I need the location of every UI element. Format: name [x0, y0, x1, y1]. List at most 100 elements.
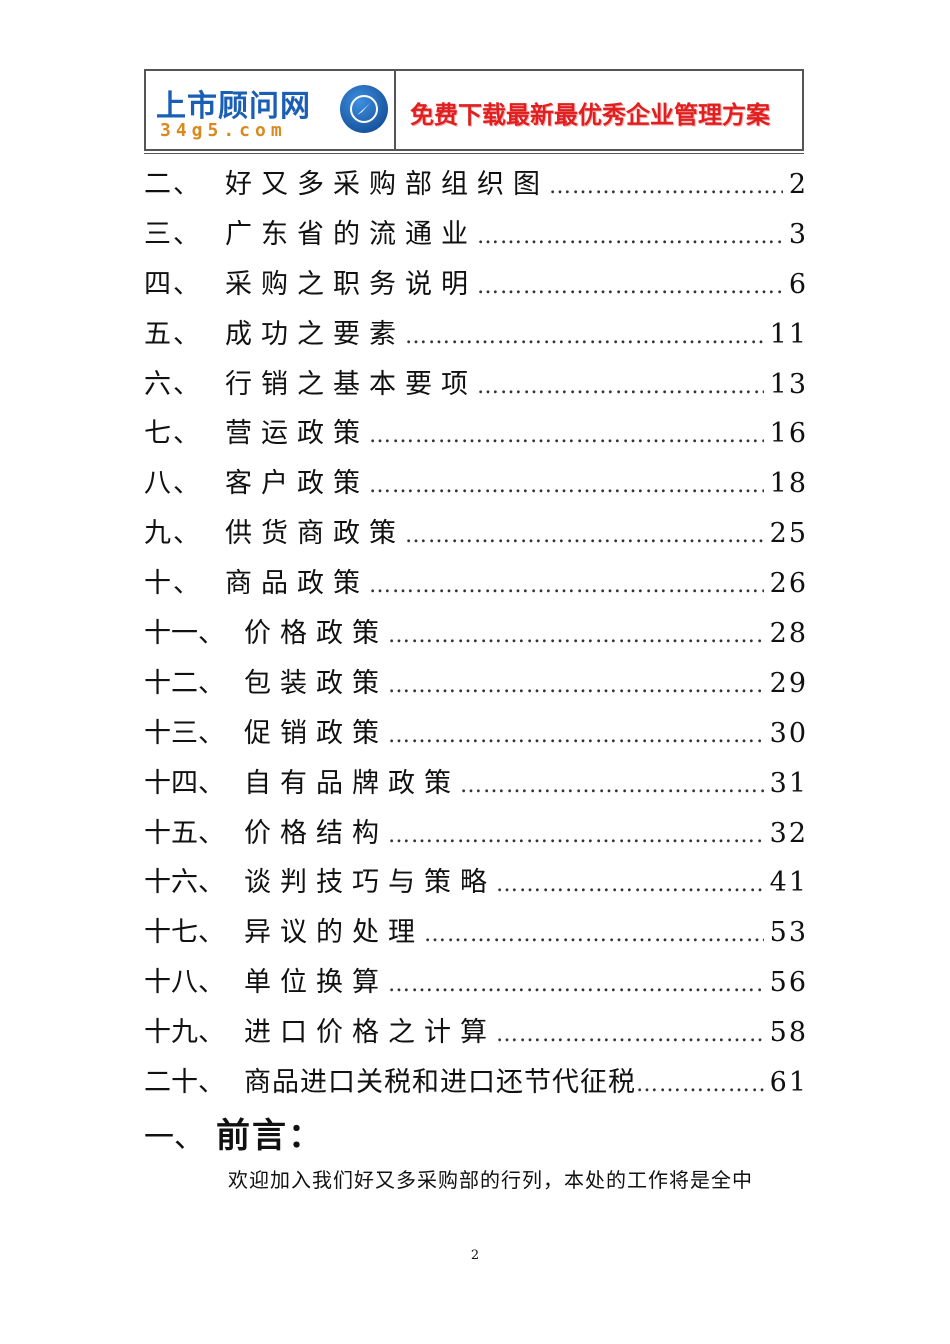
toc-title: 价格政策 — [244, 618, 388, 650]
toc-number: 十、 — [144, 568, 202, 600]
toc-number: 九、 — [144, 518, 202, 550]
toc-number: 十三、 — [144, 717, 225, 749]
toc-entry[interactable]: 三、广东省的流通业…………………………………………………………3 — [144, 212, 808, 262]
toc-leader: ………………………………………………………… — [388, 972, 764, 998]
toc-leader: ………………………………………………………… — [388, 822, 764, 848]
toc-number: 十二、 — [144, 667, 225, 699]
toc-page-number: 31 — [769, 767, 808, 799]
toc-entry[interactable]: 十六、谈判技巧与策略…………………………………………………………41 — [144, 860, 808, 910]
toc-number: 十四、 — [144, 767, 225, 799]
logo-subtitle: 34g5.com — [160, 120, 287, 141]
toc-page-number: 56 — [769, 967, 808, 999]
toc-page-number: 26 — [769, 568, 808, 600]
toc-entry[interactable]: 十五、价格结构…………………………………………………………32 — [144, 811, 808, 861]
toc-number: 四、 — [144, 268, 202, 300]
header-divider — [144, 153, 804, 154]
toc-entry[interactable]: 二、好又多采购部组织图…………………………………………………………2 — [144, 162, 808, 212]
toc-leader: ………………………………………………………… — [460, 772, 764, 798]
site-logo[interactable]: 上市顾问网 34g5.com — [146, 71, 396, 149]
toc-number: 十九、 — [144, 1017, 225, 1049]
toc-leader: ………………………………………………………… — [405, 523, 764, 549]
toc-leader: ………………………………………………………… — [549, 174, 783, 199]
toc-title: 促销政策 — [244, 717, 388, 749]
header-banner: 上市顾问网 34g5.com 免费下载最新最优秀企业管理方案 — [144, 69, 804, 151]
toc-title: 行销之基本要项 — [225, 368, 477, 400]
toc-entry[interactable]: 八、客户政策…………………………………………………………18 — [144, 461, 808, 511]
toc-title: 广东省的流通业 — [225, 218, 477, 250]
preface-intro-text: 欢迎加入我们好又多采购部的行列，本处的工作将是全中 — [228, 1168, 753, 1192]
toc-title: 供货商政策 — [225, 518, 405, 550]
toc-entry[interactable]: 十九、进口价格之计算…………………………………………………………58 — [144, 1010, 808, 1060]
toc-leader: ………………………………………………………… — [477, 223, 783, 249]
compass-logo-icon — [340, 85, 388, 133]
toc-entry[interactable]: 六、行销之基本要项…………………………………………………………13 — [144, 362, 808, 412]
toc-title: 采购之职务说明 — [225, 268, 477, 300]
toc-title: 异议的处理 — [244, 917, 424, 949]
preface-title: 前言： — [216, 1116, 324, 1156]
toc-page-number: 25 — [769, 518, 808, 550]
toc-page-number: 58 — [769, 1017, 808, 1049]
toc-leader: ………………………………………………………… — [496, 872, 764, 898]
toc-entry[interactable]: 七、营运政策…………………………………………………………16 — [144, 411, 808, 461]
toc-entry[interactable]: 十三、促销政策…………………………………………………………30 — [144, 711, 808, 761]
toc-page-number: 2 — [788, 169, 808, 200]
toc-title: 自有品牌政策 — [244, 767, 460, 799]
toc-title: 好又多采购部组织图 — [225, 169, 549, 200]
toc-number: 十八、 — [144, 967, 225, 999]
toc-number: 十七、 — [144, 917, 225, 949]
toc-title: 客户政策 — [225, 468, 369, 500]
toc-entry[interactable]: 九、供货商政策…………………………………………………………25 — [144, 511, 808, 561]
toc-page-number: 6 — [788, 268, 808, 300]
toc-number: 十一、 — [144, 618, 225, 650]
toc-page-number: 13 — [769, 368, 808, 400]
toc-number: 八、 — [144, 468, 202, 500]
toc-number: 五、 — [144, 318, 202, 350]
toc-title: 商品政策 — [225, 568, 369, 600]
toc-entry[interactable]: 五、成功之要素…………………………………………………………11 — [144, 312, 808, 362]
preface-number: 一、 — [144, 1120, 204, 1155]
toc-number: 二、 — [144, 169, 202, 200]
toc-number: 二十、 — [144, 1067, 225, 1099]
toc-leader: ………………………………………………………… — [369, 573, 764, 599]
toc-entry[interactable]: 十二、包装政策…………………………………………………………29 — [144, 661, 808, 711]
toc-leader: ………………………………………………………… — [369, 473, 764, 499]
toc-leader: ………………………………………………………… — [388, 722, 764, 748]
toc-leader: ………………………………………………………… — [636, 1072, 764, 1098]
toc-leader: ………………………………………………………… — [477, 373, 764, 399]
toc-page-number: 32 — [769, 817, 808, 849]
page-number: 2 — [470, 1248, 480, 1263]
toc-page-number: 29 — [769, 667, 808, 699]
toc-title: 进口价格之计算 — [244, 1017, 496, 1049]
toc-page-number: 53 — [769, 917, 808, 949]
toc-page-number: 16 — [769, 418, 808, 450]
toc-entry[interactable]: 十一、价格政策…………………………………………………………28 — [144, 611, 808, 661]
toc-title: 商品进口关税和进口还节代征税 — [244, 1067, 636, 1099]
toc-entry[interactable]: 四、采购之职务说明…………………………………………………………6 — [144, 262, 808, 312]
toc-leader: ………………………………………………………… — [424, 922, 764, 948]
toc-entry[interactable]: 十、商品政策…………………………………………………………26 — [144, 561, 808, 611]
toc-number: 三、 — [144, 218, 202, 250]
toc-page-number: 30 — [769, 717, 808, 749]
toc-title: 营运政策 — [225, 418, 369, 450]
toc-title: 价格结构 — [244, 817, 388, 849]
toc-entry[interactable]: 十八、单位换算…………………………………………………………56 — [144, 960, 808, 1010]
toc-title: 包装政策 — [244, 667, 388, 699]
toc-entry[interactable]: 二十、商品进口关税和进口还节代征税…………………………………………………………6… — [144, 1060, 808, 1110]
toc-page-number: 61 — [769, 1067, 808, 1099]
toc-leader: ………………………………………………………… — [405, 323, 764, 349]
toc-page-number: 11 — [769, 318, 808, 350]
toc-page-number: 28 — [769, 618, 808, 650]
toc-title: 单位换算 — [244, 967, 388, 999]
toc-title: 成功之要素 — [225, 318, 405, 350]
toc-entry[interactable]: 十七、异议的处理…………………………………………………………53 — [144, 910, 808, 960]
header-slogan: 免费下载最新最优秀企业管理方案 — [410, 101, 770, 129]
toc-title: 谈判技巧与策略 — [244, 867, 496, 899]
toc-leader: ………………………………………………………… — [369, 423, 764, 449]
toc-number: 十五、 — [144, 817, 225, 849]
toc-number: 十六、 — [144, 867, 225, 899]
table-of-contents: 二、好又多采购部组织图…………………………………………………………2 三、广东省… — [144, 162, 808, 1110]
toc-leader: ………………………………………………………… — [496, 1022, 764, 1048]
toc-page-number: 41 — [769, 867, 808, 899]
toc-leader: ………………………………………………………… — [388, 623, 764, 649]
toc-entry[interactable]: 十四、自有品牌政策…………………………………………………………31 — [144, 761, 808, 811]
